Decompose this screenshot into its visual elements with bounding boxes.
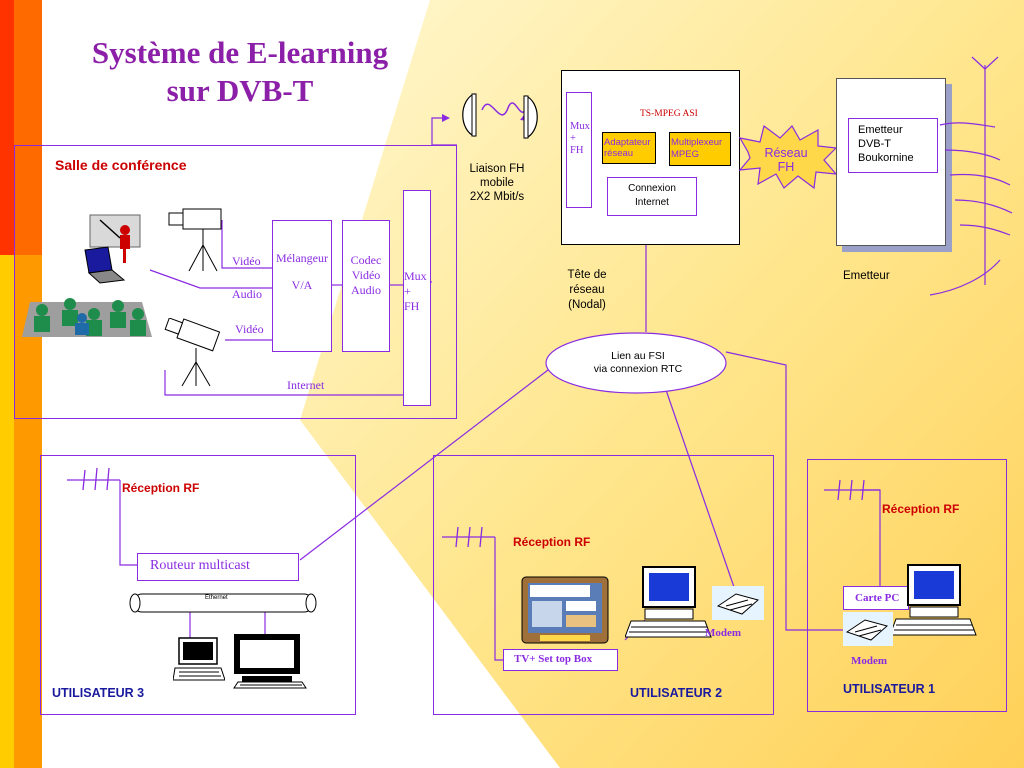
conference-room-frame (14, 145, 457, 419)
reseau-line1: Réseau (764, 146, 808, 160)
user1-computer-icon (890, 564, 977, 636)
slide-title: Système de E-learning sur DVB-T (40, 34, 440, 110)
fh-link-line3: 2X2 Mbit/s (469, 191, 525, 203)
reseau-fh-burst-icon (738, 124, 838, 190)
emitter-line2: DVB-T (858, 138, 891, 150)
user1-modem-icon (843, 612, 893, 646)
codec-box: Codec Vidéo Audio (342, 220, 390, 352)
title-line2: sur DVB-T (166, 73, 314, 108)
user1-reception-label: Réception RF (882, 502, 960, 516)
user2-frame (433, 455, 774, 715)
user1-label: UTILISATEUR 1 (843, 682, 936, 696)
left-stripe-red (0, 0, 14, 255)
head-end-caption-line2: réseau (569, 284, 605, 296)
user1-modem-label: Modem (851, 655, 888, 667)
user2-stb-label: TV+ Set top Box (514, 653, 593, 665)
user3-reception-label: Réception RF (122, 481, 200, 495)
fsi-line1: Lien au FSI (611, 350, 665, 362)
fh-link-line1: Liaison FH (469, 163, 525, 175)
conference-room-label: Salle de conférence (55, 157, 187, 173)
user3-desktop-icon (233, 634, 307, 689)
user1-frame (807, 459, 1007, 712)
fh-link-caption: Liaison FH mobile 2X2 Mbit/s (452, 162, 542, 204)
title-line1: Système de E-learning (91, 35, 389, 70)
user3-router-box[interactable]: Routeur multicast (137, 553, 299, 581)
conference-mux-box: Mux + FH (403, 190, 431, 406)
user1-carte-box: Carte PC (843, 586, 909, 610)
video-top-label: Vidéo (232, 254, 261, 268)
head-end-caption: Tête de réseau (Nodal) (552, 268, 622, 313)
user2-modem-label: Modem (705, 627, 742, 639)
head-end-caption-line3: (Nodal) (568, 299, 606, 311)
ethernet-bus-icon (129, 593, 317, 613)
head-end-mux-box: Mux + FH (566, 92, 592, 208)
fsi-ellipse (545, 332, 727, 394)
laptop-icon (84, 246, 126, 284)
conference-mux-line3: FH (404, 299, 420, 313)
fh-link-line2: mobile (480, 177, 514, 189)
melangeur-line1: Mélangeur (276, 251, 328, 265)
connexion-internet-box: Connexion Internet (607, 177, 697, 216)
fh-dish-left-icon (462, 93, 477, 137)
audio-label: Audio (232, 287, 262, 301)
user2-label: UTILISATEUR 2 (630, 686, 723, 700)
melangeur-line2: V/A (291, 278, 313, 292)
conference-mux-line1: Mux (404, 269, 427, 283)
user3-frame (40, 455, 356, 715)
head-end-mux-line2: + (570, 133, 576, 144)
user3-label: UTILISATEUR 3 (52, 686, 145, 700)
conference-mux-line2: + (404, 284, 411, 298)
user2-antenna-icon (442, 526, 495, 548)
ethernet-label: Ethernet (205, 595, 228, 601)
user3-antenna-icon (67, 467, 120, 491)
user2-reception-label: Réception RF (513, 535, 591, 549)
presenter-icon (89, 214, 141, 263)
codec-line1: Codec (350, 253, 382, 267)
multiplexeur-line1: Multiplexeur (671, 137, 723, 148)
ts-mpeg-label: TS-MPEG ASI (640, 109, 698, 119)
adaptateur-line2: réseau (604, 148, 634, 159)
user3-router-label: Routeur multicast (150, 558, 250, 573)
multiplexeur-line2: MPEG (671, 149, 699, 160)
adaptateur-box: Adaptateur réseau (602, 132, 656, 164)
emitter-caption: Emetteur (843, 270, 890, 282)
emitter-line1: Emetteur (858, 124, 903, 136)
head-end-mux-line1: Mux (570, 121, 590, 132)
codec-line3: Audio (351, 283, 381, 297)
user2-tv-icon (521, 576, 609, 644)
user1-carte-label: Carte PC (855, 592, 900, 604)
user2-computer-icon (625, 566, 712, 638)
head-end-caption-line1: Tête de (567, 269, 607, 281)
user2-modem-icon (712, 586, 764, 620)
video-camera-top-icon (168, 208, 222, 272)
internet-label: Internet (287, 378, 325, 392)
connexion-line1: Connexion (628, 183, 676, 194)
adaptateur-line1: Adaptateur (604, 137, 651, 148)
user3-laptop-icon (173, 637, 225, 681)
fsi-line2: via connexion RTC (593, 363, 683, 375)
emitter-line3: Boukornine (858, 152, 914, 164)
melangeur-box: Mélangeur V/A (272, 220, 332, 352)
user2-stb-box[interactable]: TV+ Set top Box (503, 649, 618, 671)
emitter-label-box: Emetteur DVB-T Boukornine (848, 118, 938, 173)
codec-line2: Vidéo (351, 268, 381, 282)
audience-icon (22, 298, 152, 337)
video-bottom-label: Vidéo (235, 322, 264, 336)
video-camera-bottom-icon (164, 318, 221, 387)
left-stripe-yellow (0, 255, 14, 768)
multiplexeur-box: Multiplexeur MPEG (669, 132, 731, 166)
emitter-antenna-icon (929, 56, 1013, 296)
reseau-line2: FH (777, 160, 795, 174)
user1-antenna-icon (824, 479, 880, 501)
fh-dish-right-icon (523, 95, 538, 139)
fsi-label: Lien au FSI via connexion RTC (563, 350, 713, 376)
head-end-mux-line3: FH (570, 145, 584, 156)
reseau-fh-label: Réseau FH (756, 146, 816, 174)
connexion-line2: Internet (635, 197, 669, 208)
